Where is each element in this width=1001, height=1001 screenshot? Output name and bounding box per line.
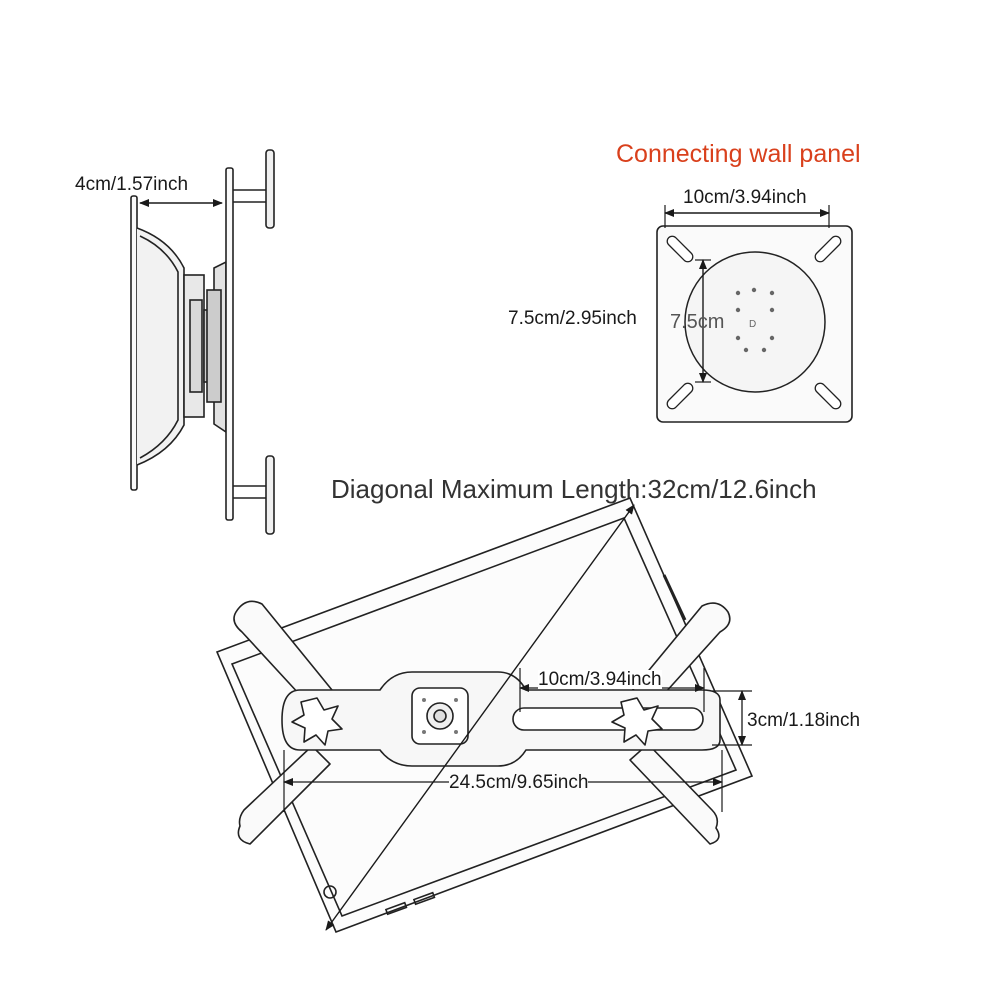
diagonal-arrow	[325, 504, 635, 931]
label-panel-circle: 7.5cm	[670, 311, 725, 333]
label-panel-height: 7.5cm/2.95inch	[508, 308, 637, 329]
side-view	[130, 149, 275, 535]
label-panel-width: 10cm/3.94inch	[683, 187, 807, 208]
title-connecting-wall-panel: Connecting wall panel	[616, 140, 861, 168]
svg-text:D: D	[749, 319, 756, 330]
label-bar-height: 3cm/1.18inch	[747, 710, 861, 731]
label-diagonal: Diagonal Maximum Length:32cm/12.6inch	[331, 474, 817, 504]
label-side-depth: 4cm/1.57inch	[75, 174, 189, 195]
label-bar-width: 24.5cm/9.65inch	[449, 772, 589, 793]
label-slot-length: 10cm/3.94inch	[538, 669, 662, 690]
